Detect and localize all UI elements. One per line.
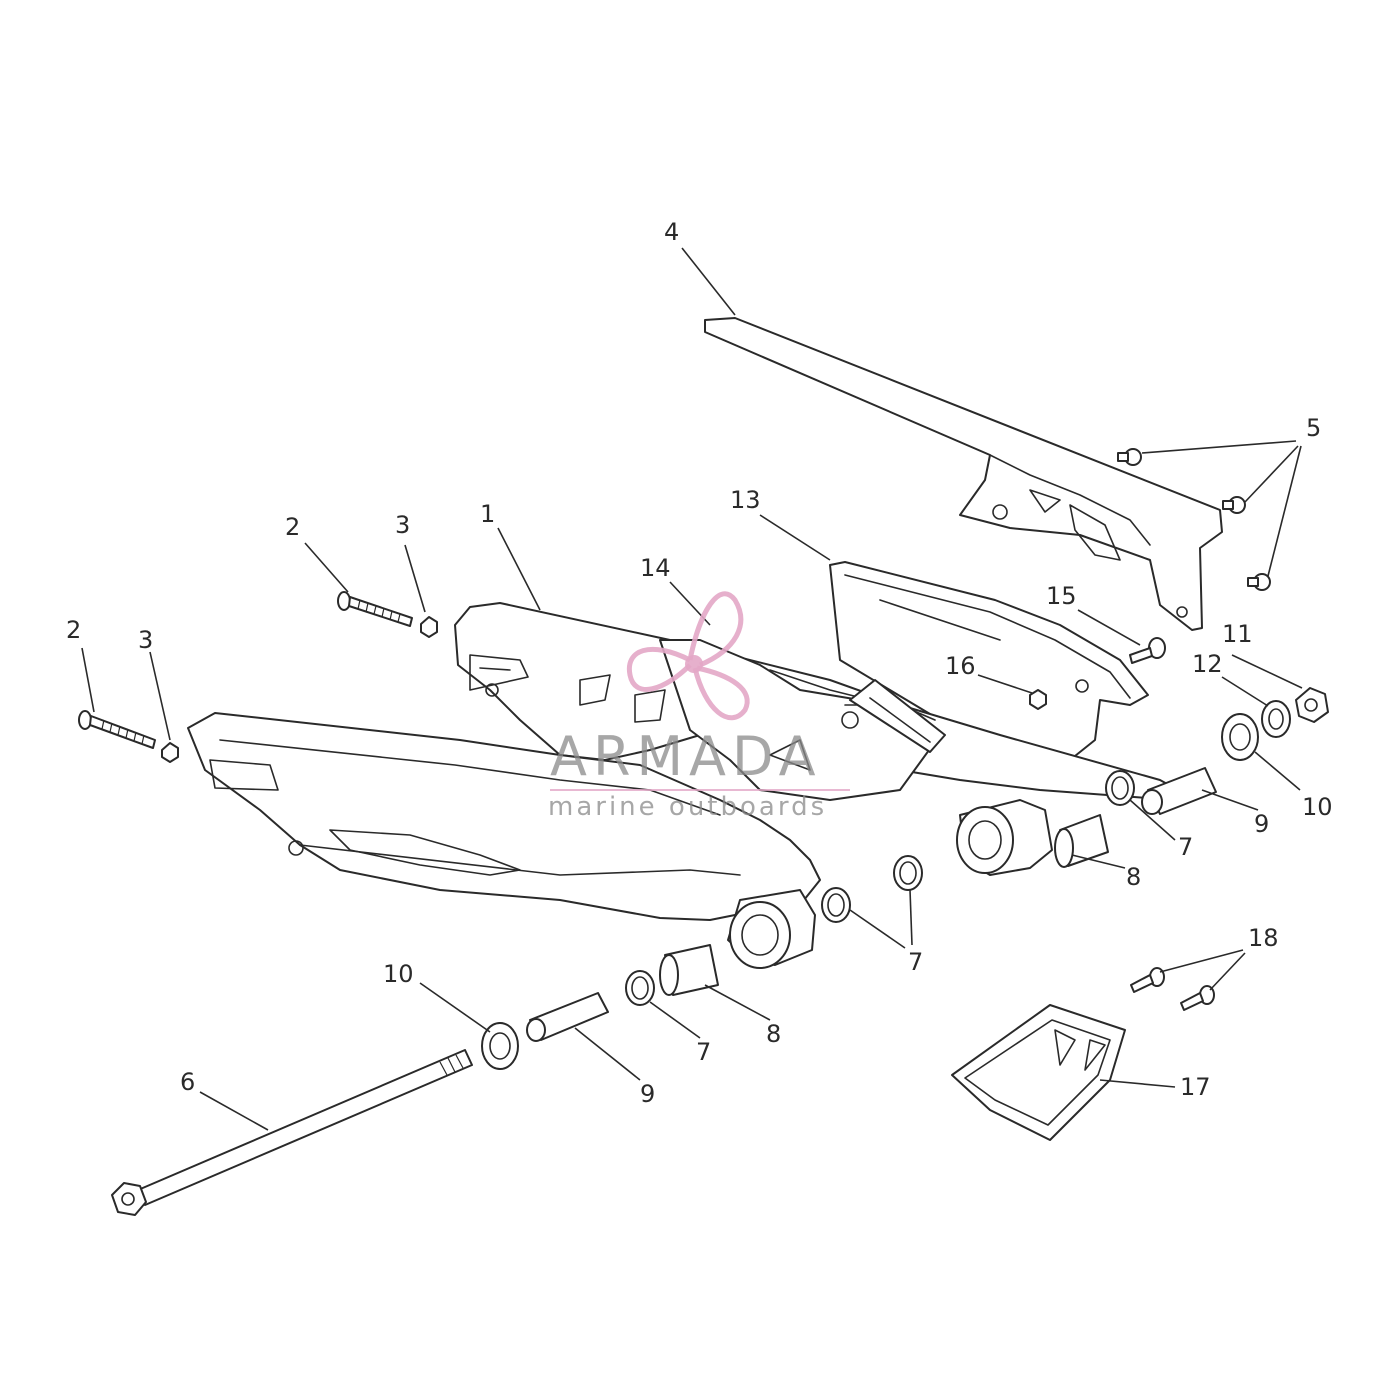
- callout-12: 12: [1192, 650, 1223, 678]
- slider-nut-part: [1029, 689, 1047, 710]
- bearings-part: [659, 814, 1109, 996]
- callout-10a: 10: [1302, 793, 1333, 821]
- callout-7c: 7: [696, 1038, 711, 1066]
- spacers-part: [526, 767, 1217, 1042]
- pivot-spindle-part: [111, 1049, 473, 1216]
- guard-screws-part: [1130, 967, 1215, 1011]
- propeller-logo-icon: [626, 591, 750, 721]
- bracket-part: [849, 679, 946, 753]
- chain-guard-part: [704, 317, 1223, 631]
- callout-16: 16: [945, 652, 976, 680]
- slider-bolt-part: [1129, 637, 1166, 664]
- callout-3b: 3: [138, 626, 153, 654]
- washers-part: [481, 700, 1291, 1070]
- adjuster-nut-lower-part: [161, 742, 179, 763]
- callout-7b: 7: [908, 948, 923, 976]
- adjuster-bolt-lower-part: [78, 710, 156, 749]
- callout-15: 15: [1046, 582, 1077, 610]
- watermark: ARMADA marine outboards: [548, 591, 850, 822]
- callout-9a: 9: [1254, 810, 1269, 838]
- callout-7a: 7: [1178, 833, 1193, 861]
- callout-6: 6: [180, 1068, 195, 1096]
- callout-8b: 8: [766, 1020, 781, 1048]
- callout-4: 4: [664, 218, 679, 246]
- bearing-seals-part: [625, 770, 1135, 1006]
- adjuster-nut-upper-part: [420, 616, 438, 638]
- chain-guard-lower-part: [951, 1004, 1126, 1141]
- callout-10b: 10: [383, 960, 414, 988]
- watermark-tagline: marine outboards: [548, 792, 827, 822]
- callout-8a: 8: [1126, 863, 1141, 891]
- callout-5: 5: [1306, 414, 1321, 442]
- watermark-brand: ARMADA: [550, 725, 822, 788]
- spindle-nut-part: [1295, 687, 1329, 723]
- callout-14: 14: [640, 554, 671, 582]
- callout-18: 18: [1248, 924, 1279, 952]
- callout-1: 1: [480, 500, 495, 528]
- callout-2b: 2: [66, 616, 81, 644]
- chain-slider-part: [829, 561, 1149, 761]
- callout-2a: 2: [285, 513, 300, 541]
- callout-13: 13: [730, 486, 761, 514]
- callout-labels: 1 2 2 3 3 4 5 6 7 7 7 8 8 9 9 10 10 11 1…: [66, 218, 1333, 1108]
- callout-17: 17: [1180, 1073, 1211, 1101]
- callout-9b: 9: [640, 1080, 655, 1108]
- adjuster-bolt-upper-part: [337, 591, 413, 627]
- chain-guard-screws-part: [1117, 448, 1271, 591]
- callout-11: 11: [1222, 620, 1253, 648]
- callout-3a: 3: [395, 511, 410, 539]
- leader-lines: [81, 247, 1303, 1131]
